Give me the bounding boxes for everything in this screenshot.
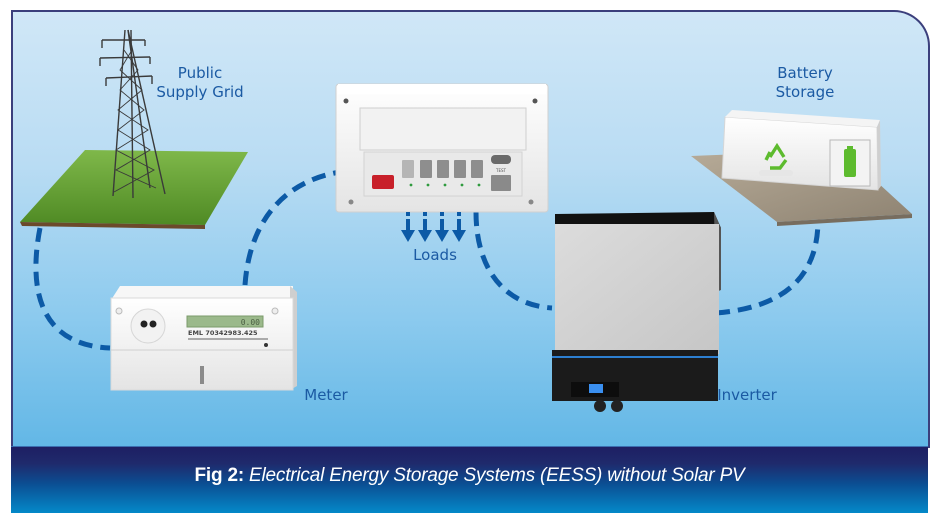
electricity-meter-illustration: 0.00 EML 70342983.425 [110,286,297,391]
arrow-down-icon [418,212,432,242]
label-line: Battery [777,64,833,82]
label-line: Storage [775,83,835,101]
label-battery-storage: Battery Storage [760,64,850,102]
battery-icon [844,146,856,177]
label-inverter: Inverter [717,386,777,404]
rcd-test-label: TEST [495,168,507,173]
label-line: Public [177,64,223,82]
figure-number: Fig 2: [194,465,244,486]
public-supply-grid-illustration [20,29,248,229]
main-switch [372,175,394,189]
grass-patch [20,150,248,225]
meter-display [186,315,264,328]
consumer-unit-illustration: TEST [335,83,549,213]
inverter-screen [589,384,603,393]
cable-consumer-unit-to-inverter [473,211,553,311]
arrow-down-icon [452,212,466,242]
figure-title: Electrical Energy Storage Systems (EESS)… [249,465,745,486]
arrow-down-icon [401,212,415,242]
label-public-supply-grid: Public Supply Grid [150,64,250,102]
caption-bar: Fig 2: Electrical Energy Storage Systems… [11,446,928,513]
cable-grid-to-meter [33,227,111,351]
label-line: Supply Grid [156,83,244,101]
dashed-cables [33,169,821,351]
cable-inverter-to-battery [715,219,821,316]
inverter-illustration [552,212,721,412]
soil-edge [20,222,205,229]
recycle-icon [764,142,788,170]
meter-serial: EML 70342983.425 [188,329,258,337]
circuit-breakers [402,160,483,178]
cable-meter-to-consumer-unit [242,169,341,286]
battery-storage-illustration [691,110,912,226]
arrow-down-icon [435,212,449,242]
loads-arrows [401,212,466,242]
pylon-icon [99,29,166,199]
figure-caption: Fig 2: Electrical Energy Storage Systems… [11,465,928,487]
label-meter: Meter [304,386,348,404]
label-loads: Loads [413,246,457,264]
meter-reading: 0.00 [241,318,260,327]
